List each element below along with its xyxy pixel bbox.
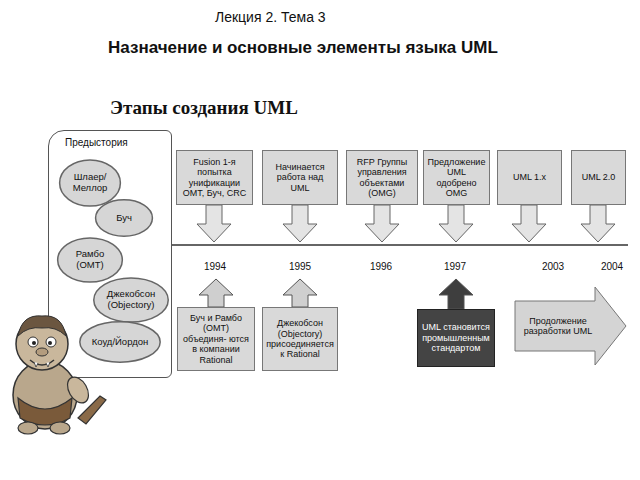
node-text: Джекобсон (Objectory) (101, 289, 161, 311)
oval-shape (96, 200, 153, 236)
year-label: 1994 (204, 261, 226, 272)
node-text: Предложение UML одобрено OMG (427, 157, 486, 198)
node-text: Начинается работа над UML (266, 162, 334, 193)
year-label: 2004 (601, 261, 623, 272)
method-oval: Коуд/Йордон (79, 321, 161, 363)
timeline-axis (172, 244, 628, 246)
method-oval: Буч (95, 199, 153, 237)
continuation-arrow: Продолжение разработки UML (515, 287, 627, 365)
version-box: UML 1.x (497, 150, 562, 205)
method-oval: Джекобсон (Objectory) (93, 277, 169, 323)
year-label: 1996 (370, 261, 392, 272)
node-text: UML 1.x (513, 172, 546, 182)
node-text: RFP Группы управления объектами (OMG) (350, 157, 414, 198)
event-box: Буч и Рамбо (OMT) объединя- ются в компа… (177, 307, 255, 371)
node-text: Буч (116, 213, 132, 224)
down-arrows (197, 205, 615, 242)
prehistory-panel: ПредысторияШлаер/ МеллорБучРамбо (OMT) Дж… (48, 130, 172, 378)
node-text: Буч и Рамбо (OMT) объединя- ются в компа… (181, 313, 251, 365)
event-box: RFP Группы управления объектами (OMG) (346, 150, 418, 205)
year-label: 2003 (542, 261, 564, 272)
oval-shape (60, 160, 121, 206)
panel-heading: Предыстория (49, 131, 171, 149)
year-label: 1997 (444, 261, 466, 272)
node-text: Продолжение разработки UML (523, 316, 593, 337)
node-text: Джекобсон (Objectory) присоединяется к R… (266, 318, 334, 359)
event-box: Fusion 1-я попытка унификации OMT, Буч, … (176, 150, 253, 205)
node-text: UML становится промышленным стандартом (421, 322, 491, 353)
oval-shape (80, 322, 160, 362)
standard-box: UML становится промышленным стандартом (417, 309, 495, 367)
version-box: UML 2.0 (571, 150, 626, 205)
section-heading: Этапы создания UML (110, 97, 298, 119)
event-box: Начинается работа над UML (262, 150, 338, 205)
method-oval: Рамбо (OMT) (57, 237, 123, 283)
oval-shape (94, 278, 168, 322)
up-arrows (199, 279, 473, 309)
oval-shape (58, 238, 123, 282)
year-label: 1995 (289, 261, 311, 272)
node-text: Коуд/Йордон (92, 337, 149, 348)
node-text: Шлаер/ Меллор (65, 172, 115, 194)
lecture-label: Лекция 2. Тема 3 (215, 9, 326, 25)
node-text: UML 2.0 (582, 172, 616, 182)
event-box: Предложение UML одобрено OMG (423, 150, 490, 205)
node-text: Fusion 1-я попытка унификации OMT, Буч, … (180, 157, 249, 198)
block-arrow-shape (515, 287, 626, 365)
event-box: Джекобсон (Objectory) присоединяется к R… (262, 307, 338, 371)
method-oval: Шлаер/ Меллор (59, 159, 121, 207)
page-title: Назначение и основные элементы языка UML (108, 38, 498, 58)
node-text: Рамбо (OMT) (64, 249, 116, 271)
